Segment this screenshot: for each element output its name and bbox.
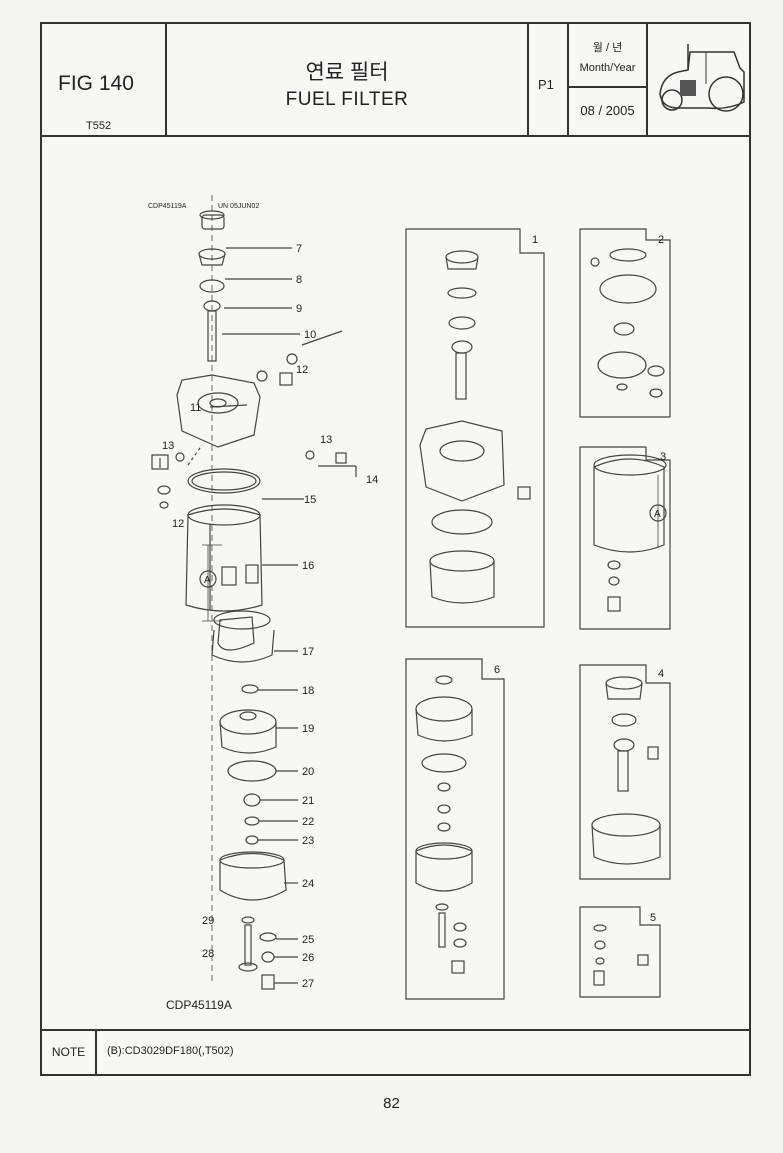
callout-20: 20 [302, 766, 314, 778]
callout-17: 17 [302, 646, 314, 658]
title-korean: 연료 필터 [305, 61, 389, 84]
callout-11: 11 [190, 402, 201, 414]
model-code: T552 [86, 120, 112, 132]
callout-22: 22 [302, 816, 314, 828]
callout-9: 9 [296, 303, 302, 315]
callout-28: 28 [202, 948, 214, 960]
callout-8: 8 [296, 274, 302, 286]
box-label-4: 4 [658, 668, 664, 680]
page-code: P1 [538, 77, 554, 92]
box-label-2: 2 [658, 234, 664, 246]
callout-24: 24 [302, 878, 314, 890]
date-cell: 월 / 년 Month/Year 08 / 2005 [569, 24, 648, 135]
callout-25: 25 [302, 934, 314, 946]
box-label-5: 5 [650, 912, 656, 924]
note-row: NOTE (B):CD3029DF180(,T502) [42, 1029, 749, 1074]
box-label-1: 1 [532, 234, 538, 246]
drawing-ref-left: CDP45119A [148, 203, 187, 210]
dimension-label: A [204, 575, 211, 586]
callout-18: 18 [302, 685, 314, 697]
callout-16: 16 [302, 560, 314, 572]
callout-13-lower: 13 [320, 434, 332, 446]
title-english: FUEL FILTER [285, 89, 409, 110]
callout-21: 21 [302, 795, 314, 807]
callout-26: 26 [302, 952, 314, 964]
box-label-6: 6 [494, 664, 500, 676]
page-number: 82 [383, 1095, 400, 1112]
box-label-3: 3 [660, 451, 666, 463]
document-frame: FIG 140 T552 연료 필터 FUEL FILTER P1 월 / 년 … [40, 22, 751, 1076]
dimension-label-box3: A [654, 509, 661, 520]
callout-14: 14 [366, 474, 378, 486]
callout-7: 7 [296, 243, 302, 255]
page-code-cell: P1 [529, 24, 569, 135]
callout-13: 13 [162, 440, 174, 452]
figure-cell: FIG 140 T552 [42, 24, 167, 135]
issue-date: 08 / 2005 [580, 103, 635, 118]
note-label: NOTE [42, 1031, 97, 1074]
callout-12: 12 [296, 364, 308, 376]
month-year-korean: 월 / 년 [592, 42, 623, 54]
callout-29: 29 [202, 915, 214, 927]
tractor-thumbnail [648, 24, 749, 135]
note-text: (B):CD3029DF180(,T502) [107, 1045, 234, 1057]
callout-19: 19 [302, 723, 314, 735]
drawing-ref-right: UN 05JUN02 [218, 203, 259, 210]
callout-12-lower: 12 [172, 518, 184, 530]
month-year-english: Month/Year [579, 62, 636, 74]
callout-27: 27 [302, 978, 314, 990]
callout-23: 23 [302, 835, 314, 847]
drawing-ref-bottom: CDP45119A [166, 998, 232, 1012]
title-cell: 연료 필터 FUEL FILTER [167, 24, 529, 135]
figure-number: FIG 140 [58, 72, 134, 95]
callout-15: 15 [304, 494, 316, 506]
callout-10: 10 [304, 329, 316, 341]
exploded-parts-drawing: CDP45119A UN 05JUN02 CDP45119A A A 7 8 9… [42, 135, 749, 1033]
header: FIG 140 T552 연료 필터 FUEL FILTER P1 월 / 년 … [42, 24, 749, 137]
